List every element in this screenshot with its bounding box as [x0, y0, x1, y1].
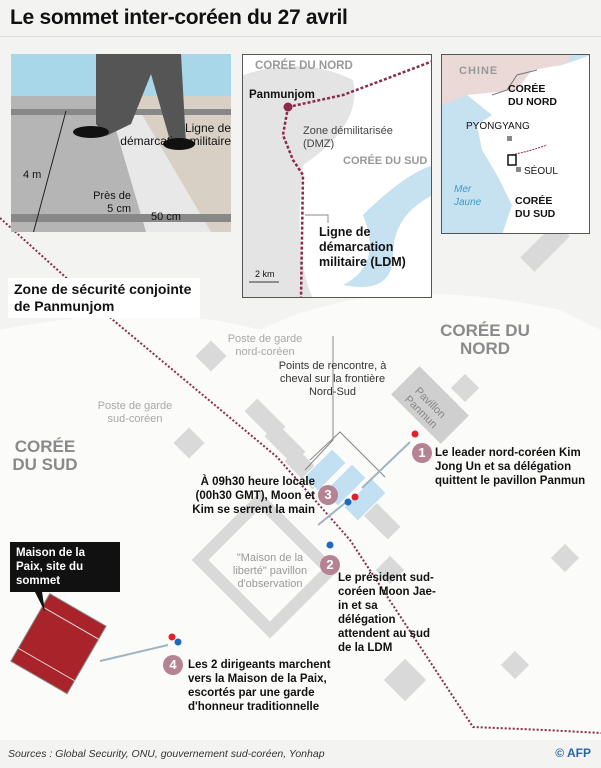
south-korea-label: CORÉE DU SUD: [343, 155, 428, 167]
north-guard-post-label: Poste de garde nord-coréen: [227, 333, 303, 358]
step-2-text: Le président sud-coréen Moon Jae-in et s…: [338, 572, 436, 654]
step-1-text: Le leader nord-coréen Kim Jong Un et sa …: [435, 447, 586, 487]
yellow-sea-label: Mer Jaune: [454, 184, 482, 208]
south-guard-post-label: Poste de garde sud-coréen: [97, 400, 173, 425]
dmz-label: Zone démilitarisée (DMZ): [303, 125, 393, 150]
width-label: 4 m: [23, 169, 42, 181]
peace-house-callout: Maison de la Paix, site du sommet: [10, 542, 120, 592]
south-korea-label: CORÉE DU SUD: [515, 195, 556, 220]
china-label: CHINE: [459, 65, 499, 77]
position-dots: [168, 430, 419, 646]
peace-house: [10, 593, 107, 695]
step-3-text: À 09h30 heure locale (00h30 GMT), Moon e…: [192, 476, 315, 516]
demarcation-line: [0, 217, 601, 734]
freedom-house-label: "Maison de la liberté" pavillon d'observ…: [232, 552, 308, 590]
band-label: 50 cm: [151, 211, 181, 223]
step-3-badge: 3: [318, 485, 338, 505]
north-korea-label: CORÉE DU NORD: [508, 83, 557, 108]
walk-inset: Ligne de démarcation militaire 4 m Près …: [11, 54, 231, 232]
zone-title: Zone de sécurité conjointe de Panmunjom: [8, 278, 200, 318]
scale-label: 2 km: [255, 269, 275, 279]
dmz-inset: CORÉE DU NORD Panmunjom Zone démilitaris…: [242, 54, 432, 298]
ldm-label: Ligne de démarcation militaire (LDM): [319, 225, 406, 269]
afp-credit: © AFP: [555, 746, 591, 760]
panmunjom-label: Panmunjom: [249, 89, 315, 101]
sources-note: Sources : Global Security, ONU, gouverne…: [8, 748, 325, 760]
north-korea-label: CORÉE DU NORD: [255, 60, 353, 72]
north-korea-label: CORÉE DU NORD: [440, 321, 530, 358]
step-4-text: Les 2 dirigeants marchent vers la Maison…: [188, 659, 331, 713]
page-title: Le sommet inter-coréen du 27 avril: [10, 6, 348, 29]
ldm-label: Ligne de démarcation militaire: [120, 121, 231, 148]
meeting-points-label: Points de rencontre, à cheval sur la fro…: [278, 360, 387, 398]
korea-inset: CHINE CORÉE DU NORD PYONGYANG SÉOUL Mer …: [441, 54, 590, 234]
seoul-label: SÉOUL: [524, 166, 558, 177]
title-divider: [0, 36, 601, 37]
pyongyang-label: PYONGYANG: [466, 121, 530, 132]
step-1-badge: 1: [412, 443, 432, 463]
height-label: Près de 5 cm: [93, 190, 131, 215]
south-korea-label: CORÉE DU SUD: [12, 437, 78, 474]
step-4-badge: 4: [163, 655, 183, 675]
arrows: [99, 441, 411, 662]
step-2-badge: 2: [320, 555, 340, 575]
